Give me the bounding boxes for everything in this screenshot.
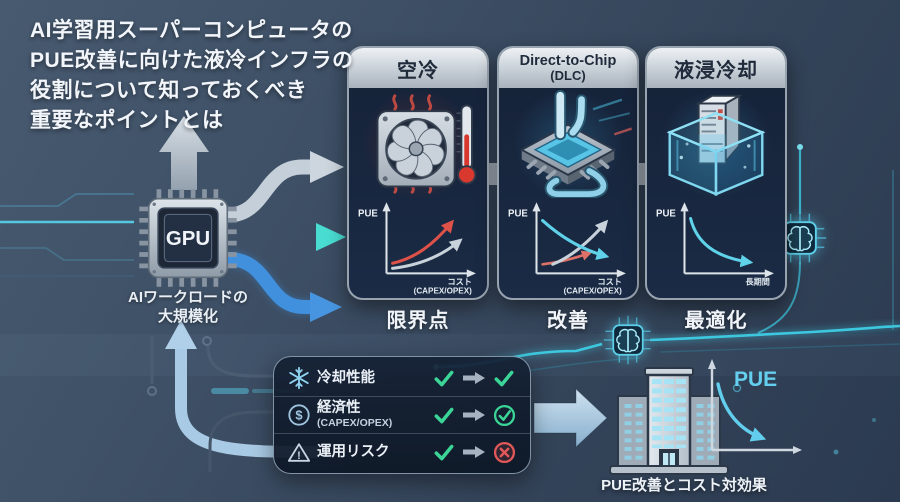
comparison-label: 経済性 (CAPEX/OPEX) — [317, 399, 393, 429]
gpu-caption-line: 大規模化 — [157, 308, 218, 325]
warning-icon: ! — [287, 441, 317, 464]
y-axis-label: PUE — [656, 208, 676, 219]
x-axis-label: コスト — [597, 278, 621, 287]
panel-direct-to-chip: Direct-to-Chip (DLC) — [497, 46, 639, 300]
outcome-arrow — [533, 387, 608, 449]
fan-thermometer-icon — [376, 94, 477, 194]
datacenter-building-icon — [609, 367, 729, 475]
x-axis-label: コスト — [447, 278, 471, 287]
flow-arrow-cyan — [228, 223, 346, 251]
panel-air-cooling: 空冷 — [347, 46, 489, 300]
title-line: 重要なポイントとは — [30, 109, 224, 132]
immersion-tank-icon — [666, 94, 766, 196]
gpu-chip-label: GPU — [166, 228, 210, 250]
cross-circle-icon — [491, 441, 517, 464]
panel-title: 空冷 — [397, 59, 439, 82]
panel-header: 空冷 — [349, 48, 487, 88]
panel-immersion-cooling: 液浸冷却 — [645, 46, 787, 300]
page-title: AI学習用スーパーコンピュータの PUE改善に向けた液冷インフラの 役割について… — [30, 16, 354, 136]
check-icon — [431, 441, 457, 463]
arrow-right-icon — [457, 408, 491, 422]
arrow-right-icon — [457, 445, 491, 459]
title-line: PUE改善に向けた液冷インフラの — [30, 49, 354, 72]
thermometer-icon — [456, 104, 477, 185]
title-line: AI学習用スーパーコンピュータの — [30, 19, 353, 42]
pue-outcome-chart: PUE — [708, 359, 802, 454]
comparison-panel: 冷却性能 $ 経済性 (CAPEX/OPEX) — [273, 356, 531, 474]
comparison-label: 冷却性能 — [317, 370, 375, 386]
comparison-row-risk: ! 運用リスク — [274, 433, 530, 470]
panel-caption-dlc: 改善 — [547, 310, 589, 332]
check-icon — [431, 404, 457, 426]
gpu-caption: AIワークロードの 大規模化 — [103, 288, 273, 326]
arrow-right-icon — [457, 371, 491, 385]
dollar-icon: $ — [287, 403, 317, 427]
dlc-chip-icon — [519, 90, 633, 198]
left-circuit-traces — [0, 193, 134, 277]
panel-subtitle: (DLC) — [550, 68, 586, 83]
flow-arrow-silver — [227, 151, 344, 223]
y-axis-label: PUE — [358, 208, 378, 219]
x-axis-label: (CAPEX/OPEX) — [564, 287, 623, 296]
y-axis-label: PUE — [508, 208, 528, 219]
pue-longterm-chart: PUE 長期間 — [656, 202, 774, 287]
x-axis-label: 長期間 — [745, 277, 769, 287]
comparison-row-cooling: 冷却性能 — [274, 360, 530, 396]
pue-label: PUE — [734, 368, 777, 391]
pue-cost-chart: PUE コスト (CAPEX/OPEX) — [358, 202, 476, 296]
check-icon — [431, 367, 457, 389]
comparison-label: 運用リスク — [317, 444, 390, 460]
gpu-caption-line: AIワークロードの — [127, 289, 248, 306]
panel-caption-immersion: 最適化 — [684, 310, 748, 332]
panel-caption-air: 限界点 — [386, 310, 450, 332]
x-axis-label: (CAPEX/OPEX) — [414, 287, 473, 296]
check-icon — [491, 367, 517, 389]
panel-title: 液浸冷却 — [674, 59, 758, 82]
snowflake-icon — [287, 366, 317, 390]
panel-header: 液浸冷却 — [647, 48, 785, 88]
svg-text:$: $ — [295, 408, 302, 423]
check-circle-icon — [491, 404, 517, 427]
panel-title: Direct-to-Chip — [519, 53, 617, 69]
title-line: 役割について知っておくべき — [30, 79, 308, 102]
outcome-caption: PUE改善とコスト対効果 — [601, 477, 767, 494]
ai-brain-chip-icon — [773, 211, 827, 265]
pue-cost-chart: PUE コスト (CAPEX/OPEX) — [508, 202, 626, 296]
ai-brain-chip-icon — [603, 315, 653, 365]
svg-text:!: ! — [297, 449, 301, 461]
comparison-row-economics: $ 経済性 (CAPEX/OPEX) — [274, 396, 530, 433]
gpu-chip-icon: GPU — [139, 189, 237, 287]
panel-header: Direct-to-Chip (DLC) — [499, 48, 637, 88]
